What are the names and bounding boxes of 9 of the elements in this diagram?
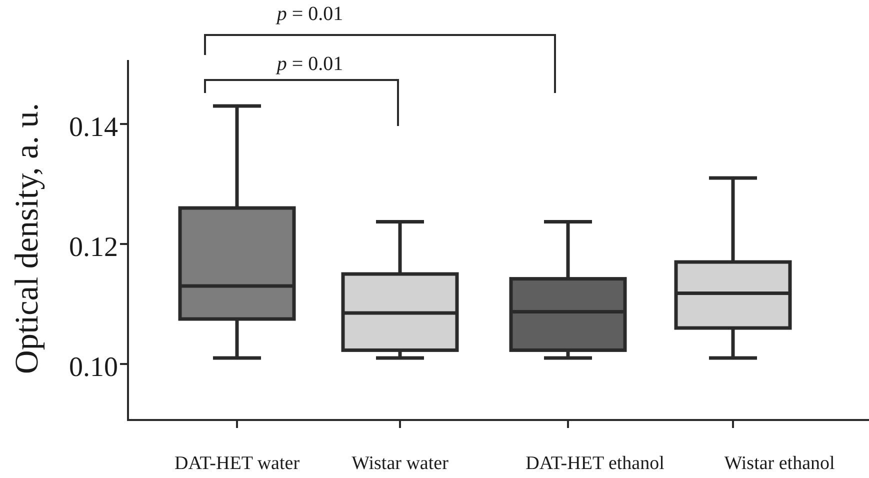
tick-label: 0.12 <box>68 231 118 265</box>
category-label: Wistar ethanol <box>723 452 836 476</box>
category-label: Wistar water <box>350 452 450 476</box>
axis-title: Optical density, a. u. <box>12 102 44 376</box>
p-value-label: p = 0.01 <box>274 2 344 27</box>
category-label: DAT-HET ethanol <box>524 452 666 476</box>
p-value-label: p = 0.01 <box>274 52 344 77</box>
tick-label: 0.10 <box>68 351 118 385</box>
category-label: DAT-HET water <box>173 452 301 476</box>
